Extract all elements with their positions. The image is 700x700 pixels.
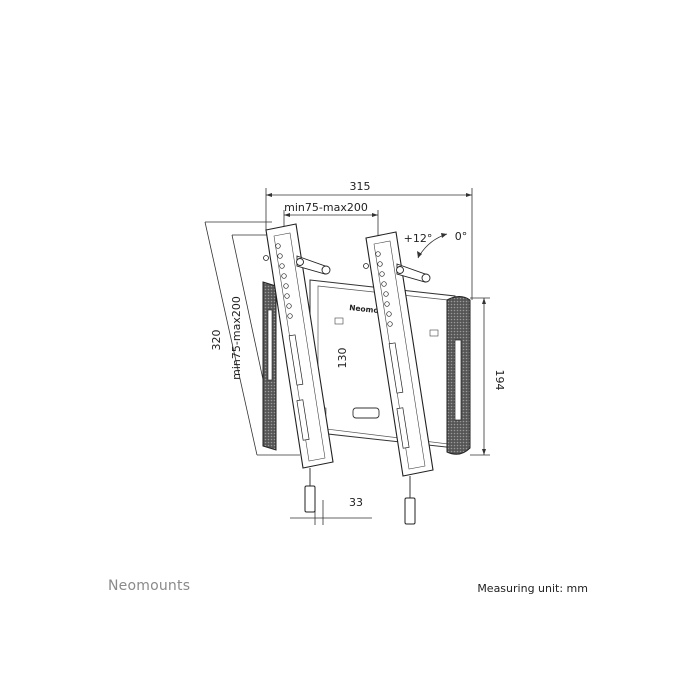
dim-overall-height: 320 bbox=[210, 330, 223, 351]
plate-slot bbox=[352, 407, 380, 419]
tilt-max-label: +12° bbox=[404, 232, 433, 245]
dim-depth: 33 bbox=[349, 496, 363, 509]
dimension-arrows bbox=[266, 193, 486, 455]
brand-logo-text: Neomounts bbox=[108, 578, 191, 594]
plate-logo: Neomou bbox=[349, 303, 385, 316]
dim-vesa-horizontal: min75-max200 bbox=[284, 201, 368, 214]
measuring-unit-note: Measuring unit: mm bbox=[477, 582, 588, 595]
dim-center-height: 130 bbox=[336, 348, 349, 369]
right-pad bbox=[446, 296, 471, 455]
right-safety-bolt bbox=[404, 497, 416, 525]
dim-vesa-vertical: min75-max200 bbox=[230, 296, 243, 380]
left-safety-bolt bbox=[304, 485, 316, 513]
dim-overall-width: 315 bbox=[350, 180, 371, 193]
left-arm bbox=[263, 223, 334, 513]
left-pad bbox=[262, 281, 277, 451]
right-arm bbox=[363, 231, 434, 525]
dim-wall-plate-height: 194 bbox=[493, 370, 506, 391]
tilt-min-label: 0° bbox=[455, 230, 468, 243]
